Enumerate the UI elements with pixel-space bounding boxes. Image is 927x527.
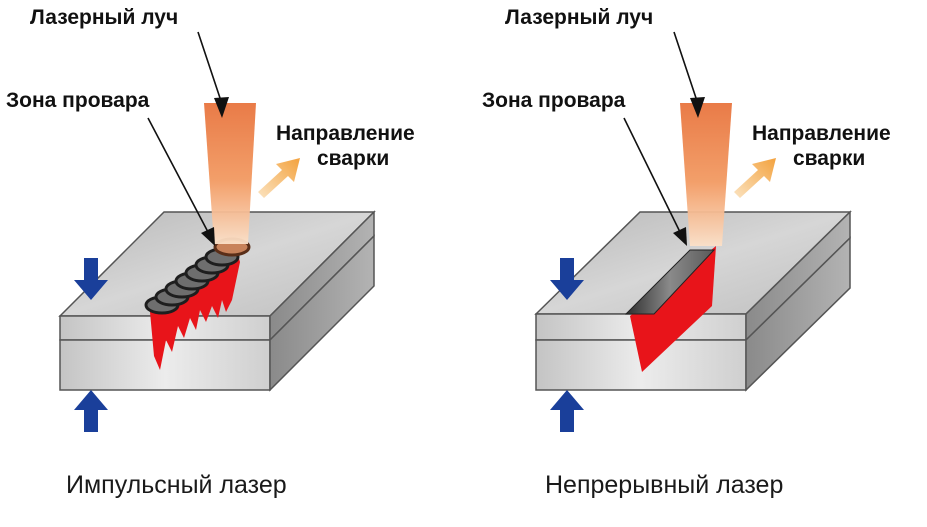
left-weld-penetration: [150, 248, 240, 370]
right-direction-label-line1: Направление: [752, 122, 891, 145]
right-zone-leader-line: [623, 117, 681, 233]
right-direction-arrow: [734, 158, 776, 198]
left-direction-label-line2: сварки: [317, 147, 390, 170]
right-clamp-arrow-top: [550, 258, 584, 300]
right-zone-leader-head: [673, 227, 687, 246]
right-laser-beam-label: Лазерный луч: [505, 6, 654, 29]
left-weld-zone-label: Зона провара: [6, 89, 150, 112]
left-direction-arrow: [258, 158, 300, 198]
left-laser-beam-label: Лазерный луч: [30, 6, 179, 29]
left-direction-label-line1: Направление: [276, 122, 415, 145]
right-caption: Непрерывный лазер: [545, 471, 784, 499]
right-direction-label-line2: сварки: [793, 147, 866, 170]
left-workpiece: [58, 31, 376, 432]
left-lower-plate-front: [59, 339, 271, 391]
left-clamp-arrow-bottom: [74, 390, 108, 432]
left-beam-leader-head: [214, 97, 229, 118]
left-laser-beam: [204, 103, 256, 244]
left-zone-leader-line: [147, 117, 209, 233]
right-weld-zone-label: Зона провара: [482, 89, 626, 112]
right-workpiece: [534, 31, 852, 432]
left-caption: Импульсный лазер: [66, 471, 287, 499]
right-beam-leader-line: [673, 31, 699, 105]
left-zone-leader-head: [201, 227, 215, 246]
right-lower-plate-side: [745, 236, 851, 392]
left-clamp-arrow-top: [74, 258, 108, 300]
right-weld-seam: [624, 249, 716, 315]
left-beam-leader-line: [197, 31, 223, 105]
left-weld-spots: [144, 237, 251, 315]
right-weld-penetration: [630, 246, 716, 372]
right-beam-leader-head: [690, 97, 705, 118]
right-laser-beam: [680, 103, 732, 246]
left-lower-plate-side: [269, 234, 375, 392]
right-clamp-arrow-bottom: [550, 390, 584, 432]
